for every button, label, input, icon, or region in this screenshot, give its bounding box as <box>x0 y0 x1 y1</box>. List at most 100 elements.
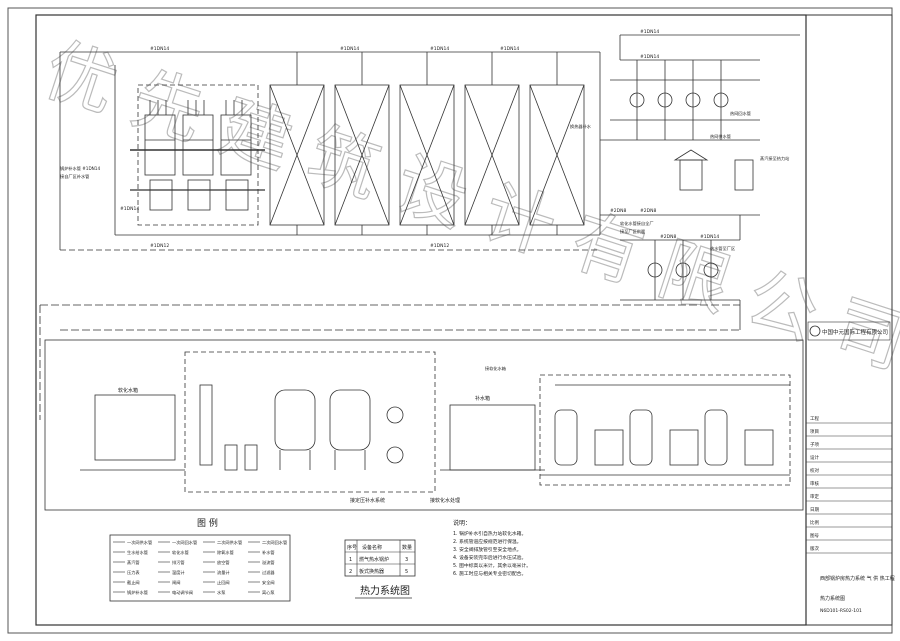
tb-row-label: 比例 <box>810 519 819 526</box>
legend-item: 除氧水管 <box>217 549 234 556</box>
note-line: 3. 安全阀排放管引至安全地点。 <box>453 546 521 553</box>
legend-item: 温度计 <box>172 569 185 576</box>
legend-item: 止回阀 <box>217 579 230 586</box>
legend-item: 安全阀 <box>262 579 275 586</box>
eq-h-2: 数量 <box>402 544 412 551</box>
bottom-callout-0: 接定压补水系统 <box>350 497 385 504</box>
pipe-label: #2DN8 <box>640 208 656 214</box>
legend-item: 生水给水管 <box>127 549 148 556</box>
legend-item: 电动调节阀 <box>172 589 193 596</box>
eq-r1-c2: 5 <box>405 569 408 575</box>
connecting-pipes <box>39 215 741 420</box>
filter-2 <box>629 409 699 466</box>
note-line: 4. 设备安装完毕后进行水压试验。 <box>453 554 526 561</box>
note-line: 1. 锅炉补水引自热力站软化水箱。 <box>453 530 526 537</box>
company-logo-icon <box>809 325 821 337</box>
legend-item: 补水管 <box>262 549 275 556</box>
note-line: 6. 施工时应与相关专业密切配合。 <box>453 570 526 577</box>
softened-water-tank <box>94 394 176 461</box>
pump-station <box>600 34 800 301</box>
legend-item: 二次网供水管 <box>217 539 242 546</box>
drawing-title: 热力系统图 <box>360 584 410 597</box>
legend-item: 离心泵 <box>262 589 275 596</box>
eq-r0-c2: 3 <box>405 557 408 563</box>
pipe-label: #1DN14 <box>640 54 659 60</box>
legend-item: 压力表 <box>127 569 140 576</box>
notes: 说明： 1. 锅炉补水引自热力站软化水箱。2. 系统管道应按规范进行保温。3. … <box>453 519 531 577</box>
legend-item: 闸阀 <box>172 579 180 586</box>
callout-label: 接软化水箱 <box>485 365 506 372</box>
pipe-label: #1DN14 <box>120 206 139 212</box>
pipe-label: #1DN12 <box>430 243 449 249</box>
callout-label: 接自厂区补水管 <box>60 173 89 180</box>
eq-r0-c1: 燃气热水锅炉 <box>359 556 389 563</box>
pipe-label: #1DN12 <box>150 243 169 249</box>
callout-label: 锅炉补水管 #1DN14 <box>60 165 100 172</box>
eq-r1-c0: 2 <box>349 569 352 575</box>
tb-row-label: 审定 <box>810 493 819 500</box>
tb-row-label: 日期 <box>810 507 819 513</box>
tb-row-label: 工程 <box>810 415 819 422</box>
lower-section <box>44 339 804 511</box>
tb-sheet: 热力系统图 <box>820 595 845 602</box>
pipe-label: #1DN14 <box>340 46 359 52</box>
eq-h-0: 序号 <box>347 544 357 551</box>
filter-3 <box>704 409 774 466</box>
callout-label: 热网回水管 <box>730 110 751 117</box>
pipe-label: #1DN14 <box>700 234 719 240</box>
callout-label: 热网供水管 <box>710 133 731 140</box>
eq-r0-c0: 1 <box>349 557 352 563</box>
vessel-1 <box>274 389 316 451</box>
legend-item: 锅炉补水管 <box>127 589 148 596</box>
tb-row-label: 校对 <box>810 467 819 474</box>
tb-row-label: 子项 <box>810 441 819 448</box>
upper-section <box>59 51 601 251</box>
filter-1 <box>554 409 624 466</box>
legend-item: 一次网供水管 <box>127 539 152 546</box>
pipe-label: #2DN8 <box>660 234 676 240</box>
legend-item: 放空管 <box>217 559 230 566</box>
legend-item: 过滤器 <box>262 569 275 576</box>
tb-code: N6D101-RS02-101 <box>820 608 862 614</box>
pipe-label: #2DN8 <box>610 208 626 214</box>
tb-row-label: 版次 <box>810 545 819 552</box>
callout-label: 换热器补水 <box>570 123 592 130</box>
legend-item: 二次网回水管 <box>262 539 287 546</box>
legend-item: 水泵 <box>217 589 225 595</box>
tb-row-label: 项目 <box>810 429 819 435</box>
pipe-labels: #1DN14 #1DN14 #1DN14 #1DN14 #1DN12 #1DN12 #1DN… <box>120 29 719 249</box>
legend-item: 流量计 <box>217 569 230 576</box>
boiler-2 <box>182 100 214 211</box>
note-line: 5. 图中标高以米计，其余以毫米计。 <box>453 562 531 569</box>
bottom-callout-1: 接软化水处理 <box>430 497 460 504</box>
legend-item: 蒸汽管 <box>127 559 140 566</box>
equipment-table: 序号 设备名称 数量 1 燃气热水锅炉 3 2 板式换热器 5 <box>344 539 416 577</box>
legend-title: 图 例 <box>197 517 218 529</box>
callout-label: 接至厂区供暖 <box>620 228 646 235</box>
tank-label-softened: 软化水箱 <box>118 387 138 394</box>
makeup-tank <box>449 404 536 471</box>
legend-item: 排污管 <box>172 559 185 566</box>
callout-label: 热水管至厂区 <box>710 245 735 252</box>
company-name: 中国中元国际工程有限公司 <box>822 328 888 336</box>
callouts: 锅炉补水管 #1DN14接自厂区补水管换热器补水热网回水管热网供水管软化水管接自… <box>60 110 789 372</box>
tb-row-label: 审核 <box>810 480 819 487</box>
tb-row-label: 图号 <box>810 533 819 539</box>
eq-r1-c1: 板式换热器 <box>359 568 384 575</box>
tank-label-makeup: 补水箱 <box>475 395 490 402</box>
legend-item: 软化水管 <box>172 549 189 556</box>
pipe-label: #1DN14 <box>640 29 659 35</box>
callout-label: 蒸汽接至热力站 <box>760 155 789 162</box>
tb-project: 西部锅炉房热力系统 气 供 热工程 <box>820 575 895 582</box>
pipe-label: #1DN14 <box>500 46 519 52</box>
notes-title: 说明： <box>453 519 471 527</box>
pipe-label: #1DN14 <box>150 46 169 52</box>
legend-item: 溢流管 <box>262 559 275 566</box>
eq-h-1: 设备名称 <box>362 544 382 551</box>
pipe-label: #1DN14 <box>430 46 449 52</box>
vessel-2 <box>329 389 371 451</box>
tb-row-label: 设计 <box>810 454 819 461</box>
legend-item: 一次网回水管 <box>172 539 197 546</box>
